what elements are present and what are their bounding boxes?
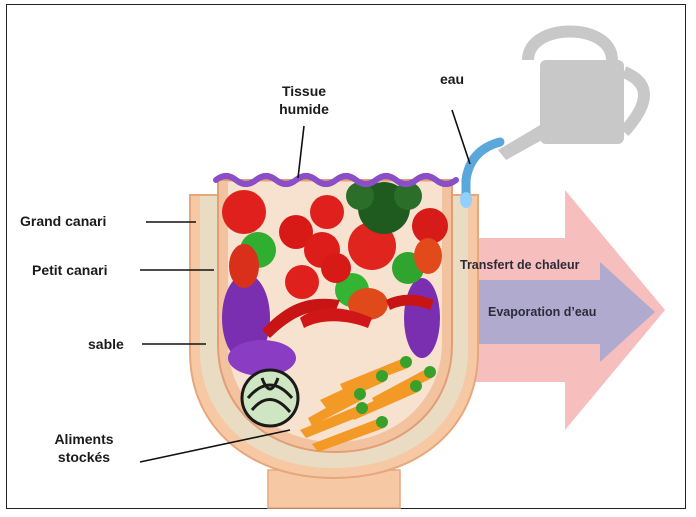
label-heat-transfer: Transfert de chaleur: [460, 258, 580, 272]
tomato: [285, 265, 319, 299]
label-food-line2: stockés: [34, 448, 134, 466]
red-pepper: [229, 244, 259, 288]
leader-tissue: [298, 126, 304, 178]
watering-can-icon: [498, 32, 644, 161]
label-tissue-line2: humide: [262, 100, 346, 118]
tomato: [222, 190, 266, 234]
label-food: Aliments stockés: [34, 430, 134, 466]
water-pipe: [466, 142, 500, 202]
red-pepper-3: [414, 238, 442, 274]
label-evaporation: Evaporation d’eau: [488, 305, 596, 319]
label-small-pot: Petit canari: [32, 261, 107, 279]
label-tissue-line1: Tissue: [262, 82, 346, 100]
water-drip: [460, 192, 472, 208]
label-food-line1: Aliments: [34, 430, 134, 448]
label-water: eau: [432, 70, 472, 88]
label-tissue: Tissue humide: [262, 82, 346, 118]
label-large-pot: Grand canari: [20, 212, 106, 230]
label-sand: sable: [88, 335, 124, 353]
eggplant-right: [404, 278, 440, 358]
tomato: [321, 253, 351, 283]
leader-water: [452, 110, 470, 164]
tomato: [310, 195, 344, 229]
